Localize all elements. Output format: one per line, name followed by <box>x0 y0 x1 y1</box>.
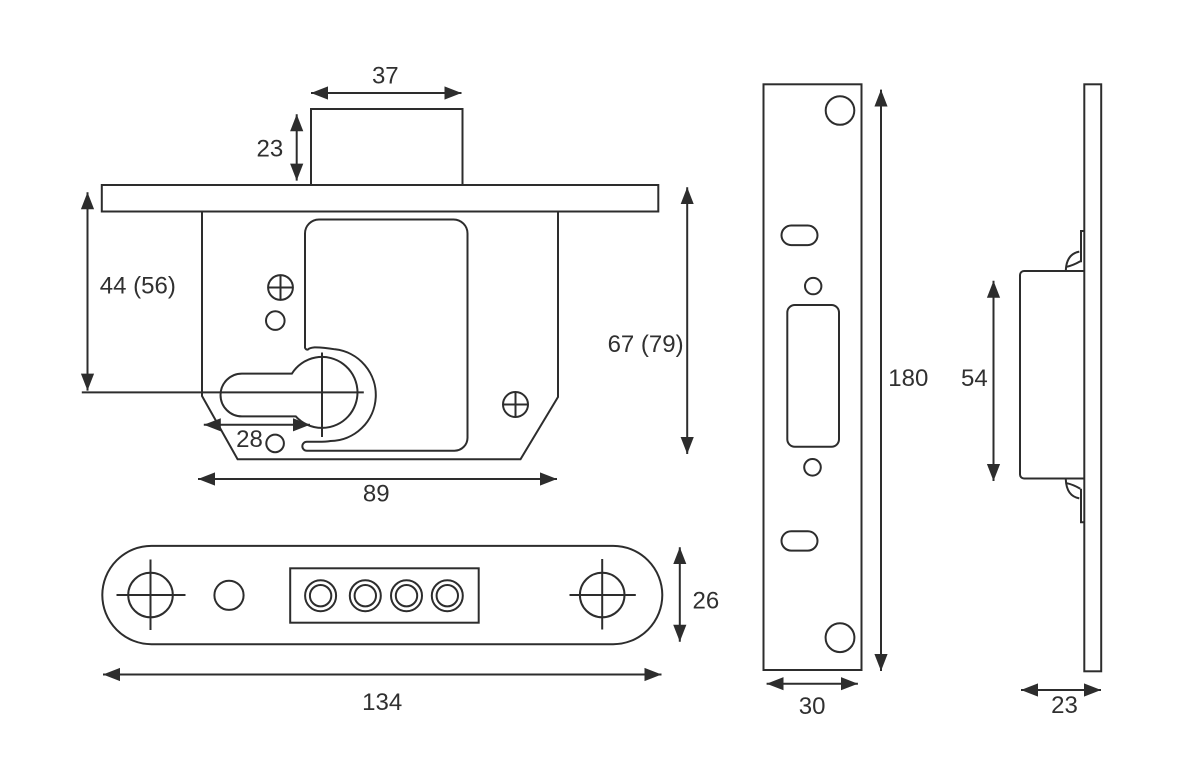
svg-text:28: 28 <box>236 426 263 453</box>
svg-text:67 (79): 67 (79) <box>608 331 684 358</box>
svg-text:23: 23 <box>1051 692 1078 719</box>
svg-text:44 (56): 44 (56) <box>100 273 176 300</box>
svg-text:23: 23 <box>257 136 284 163</box>
svg-text:26: 26 <box>693 588 720 615</box>
svg-text:180: 180 <box>888 365 928 392</box>
svg-text:37: 37 <box>372 63 399 90</box>
svg-text:89: 89 <box>363 480 390 507</box>
svg-text:54: 54 <box>961 365 988 392</box>
svg-text:30: 30 <box>799 693 826 720</box>
svg-text:134: 134 <box>362 689 402 716</box>
